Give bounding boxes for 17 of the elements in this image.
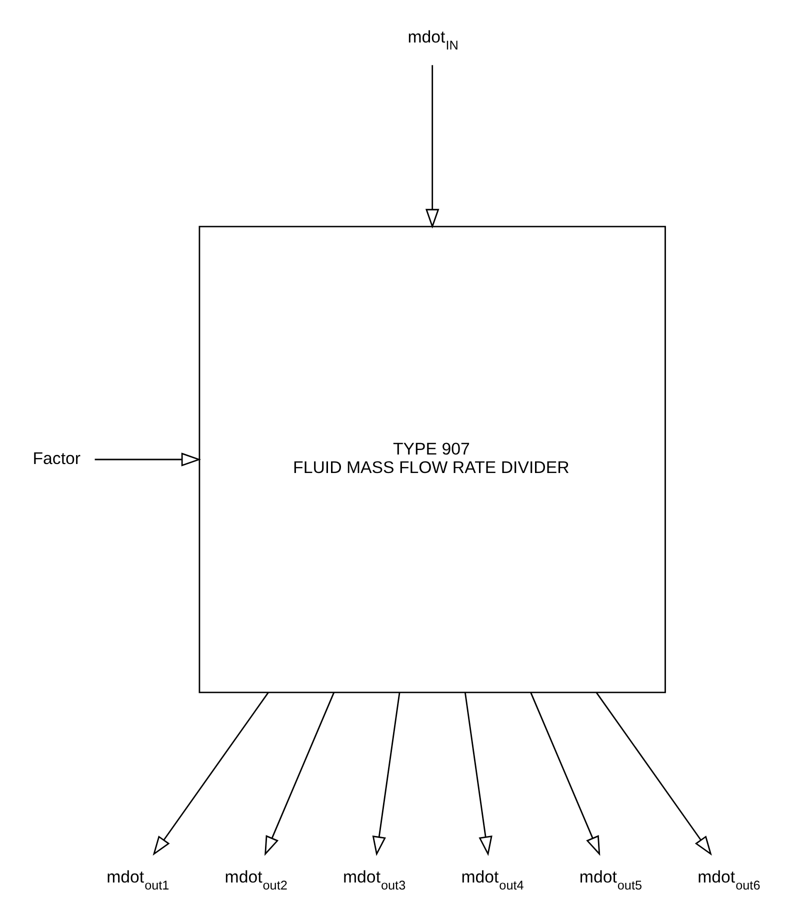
node-text: mdot$_{out3}$ (342, 868, 406, 893)
node-text: mdot$_{IN}$ (408, 27, 458, 52)
arrow (596, 692, 712, 856)
node-text: mdot$_{out2}$ (224, 868, 288, 893)
node-text: mdot$_{out4}$ (461, 868, 524, 893)
node-text: mdot$_{out6}$ (698, 868, 760, 893)
node-box: TYPE 907 FLUID MASS FLOW RATE DIVIDER (198, 226, 666, 694)
arrow (264, 692, 334, 856)
node-text: Factor (32, 448, 81, 468)
arrow (94, 452, 202, 466)
arrow (372, 692, 400, 856)
node-text: mdot$_{out1}$ (106, 868, 170, 893)
node-text: mdot$_{out5}$ (579, 868, 642, 893)
arrow (425, 65, 440, 229)
arrow (464, 692, 492, 856)
arrow (530, 692, 600, 856)
arrow (152, 692, 269, 856)
